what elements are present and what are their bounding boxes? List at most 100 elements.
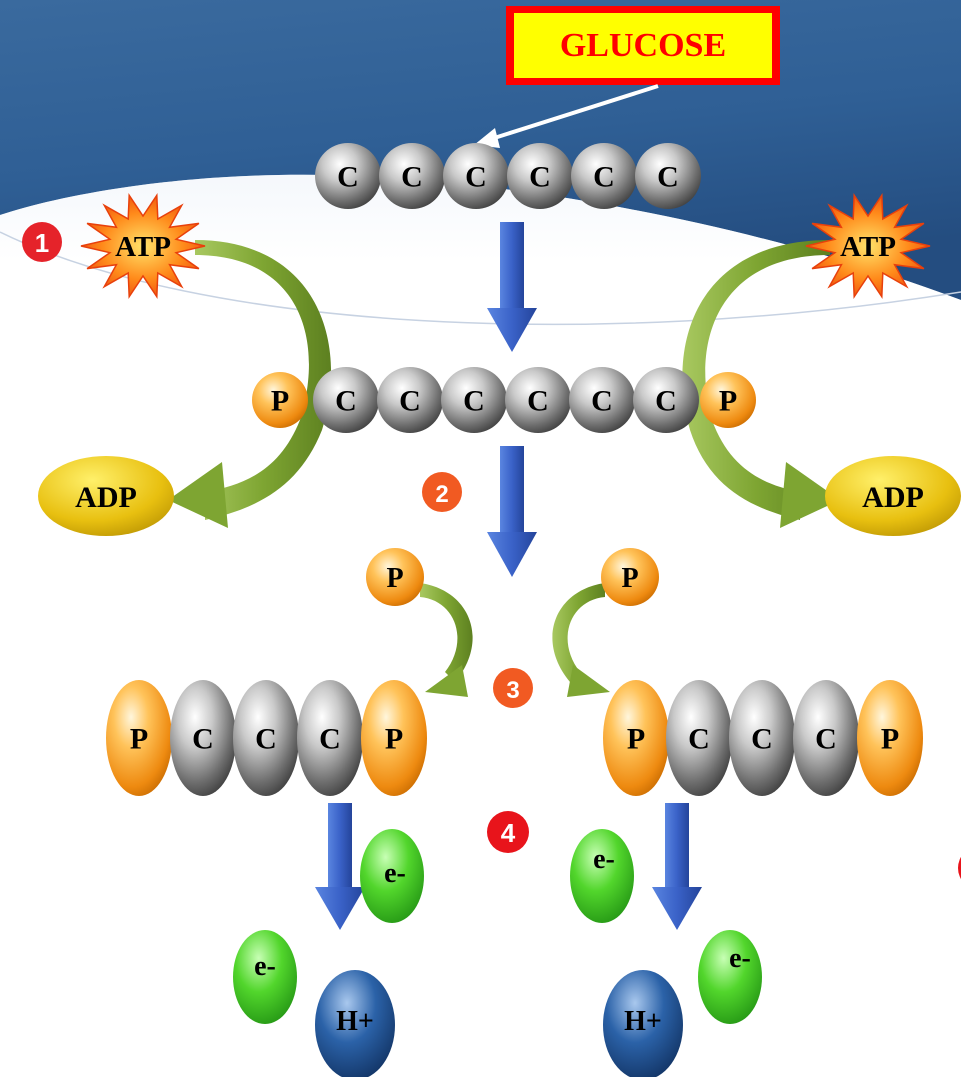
carbon-atom: C: [441, 367, 507, 433]
phosphate-label: P: [881, 723, 899, 756]
blue-arrow-2: [487, 446, 537, 577]
carbon-label: C: [255, 723, 277, 756]
carbon-atom: C: [729, 680, 795, 796]
carbon-atom: C: [233, 680, 299, 796]
header-fade: [0, 174, 961, 420]
carbon-label: C: [399, 385, 421, 418]
electron-label: e-: [729, 943, 751, 974]
carbon-label: C: [593, 161, 615, 194]
phosphate-atom: P: [857, 680, 923, 796]
electron-label: e-: [254, 951, 276, 982]
electron: [233, 930, 297, 1024]
header-curve-line: [0, 231, 961, 326]
atp-label: ATP: [840, 231, 896, 263]
carbon-atom: C: [633, 367, 699, 433]
green-arrow-right: [682, 240, 840, 528]
step-number-2: 2: [435, 481, 448, 508]
atp-burst-left: ATP: [80, 192, 206, 300]
step-marker-2: 2: [422, 472, 462, 512]
electron: [570, 829, 634, 923]
atp-burst-right: ATP: [805, 192, 931, 300]
carbon-label: C: [335, 385, 357, 418]
carbon-atom: C: [507, 143, 573, 209]
blue-arrow-4: [652, 803, 702, 930]
carbon-label: C: [657, 161, 679, 194]
carbon-label: C: [463, 385, 485, 418]
partial-step-marker: [958, 856, 961, 880]
green-arrow-p-right: [552, 583, 610, 697]
phosphate-label: P: [621, 563, 638, 594]
step-number-4: 4: [501, 818, 516, 848]
glucose-pointer-arrow: [474, 84, 659, 148]
carbon-label: C: [337, 161, 359, 194]
carbon-atom: C: [666, 680, 732, 796]
products-right: e- e- H+: [570, 829, 762, 1077]
carbon-atom: C: [569, 367, 635, 433]
carbon-label: C: [319, 723, 341, 756]
phosphate-atom: P: [366, 548, 424, 606]
adp-oval-right: ADP: [825, 456, 961, 536]
carbon-label: C: [192, 723, 214, 756]
phosphate-label: P: [271, 385, 289, 418]
green-arrow-p-left: [420, 583, 473, 697]
proton: [603, 970, 683, 1077]
phosphate-label: P: [385, 723, 403, 756]
carbon-atom: C: [297, 680, 363, 796]
step-marker-3: 3: [493, 668, 533, 708]
phosphate-label: P: [386, 563, 403, 594]
atp-label: ATP: [115, 231, 171, 263]
carbon-label: C: [655, 385, 677, 418]
step-number-3: 3: [506, 677, 519, 704]
glucose-title: GLUCOSE: [560, 27, 726, 64]
step-number-1: 1: [35, 228, 49, 258]
carbon-atom: C: [379, 143, 445, 209]
carbon-label: C: [688, 723, 710, 756]
carbon-label: C: [591, 385, 613, 418]
phosphate-atom: P: [106, 680, 172, 796]
phosphate-atom: P: [601, 548, 659, 606]
step-marker-4: 4: [487, 811, 529, 853]
phosphate-atom: P: [603, 680, 669, 796]
carbon-atom: C: [377, 367, 443, 433]
electron: [360, 829, 424, 923]
carbon-label: C: [527, 385, 549, 418]
carbon-atom: C: [505, 367, 571, 433]
carbon-atom: C: [793, 680, 859, 796]
phosphate-atom: P: [700, 372, 756, 428]
blue-arrow-1: [487, 222, 537, 352]
phosphate-atom: P: [252, 372, 308, 428]
carbon-label: C: [751, 723, 773, 756]
carbon-label: C: [401, 161, 423, 194]
blue-arrow-3: [315, 803, 365, 930]
phosphate-label: P: [627, 723, 645, 756]
electron-label: e-: [384, 858, 406, 889]
glucose-title-box: GLUCOSE: [506, 6, 780, 85]
carbon-atom: C: [635, 143, 701, 209]
electron: [698, 930, 762, 1024]
carbon-label: C: [815, 723, 837, 756]
adp-label-left: ADP: [75, 481, 137, 514]
phosphate-label: P: [719, 385, 737, 418]
carbon-atom: C: [313, 367, 379, 433]
phosphate-label: P: [130, 723, 148, 756]
carbon-atom: C: [571, 143, 637, 209]
green-arrow-left: [168, 240, 332, 528]
electron-label: e-: [593, 844, 615, 875]
carbon-label: C: [529, 161, 551, 194]
products-left: e- e- H+: [233, 829, 424, 1077]
carbon-atom: C: [170, 680, 236, 796]
adp-oval-left: ADP: [38, 456, 174, 536]
carbon-label: C: [465, 161, 487, 194]
step-marker-1: 1: [22, 222, 62, 262]
phosphate-atom: P: [361, 680, 427, 796]
carbon-atom: C: [443, 143, 509, 209]
carbon-atom: C: [315, 143, 381, 209]
proton-label: H+: [336, 1006, 374, 1037]
adp-label-right: ADP: [862, 481, 924, 514]
